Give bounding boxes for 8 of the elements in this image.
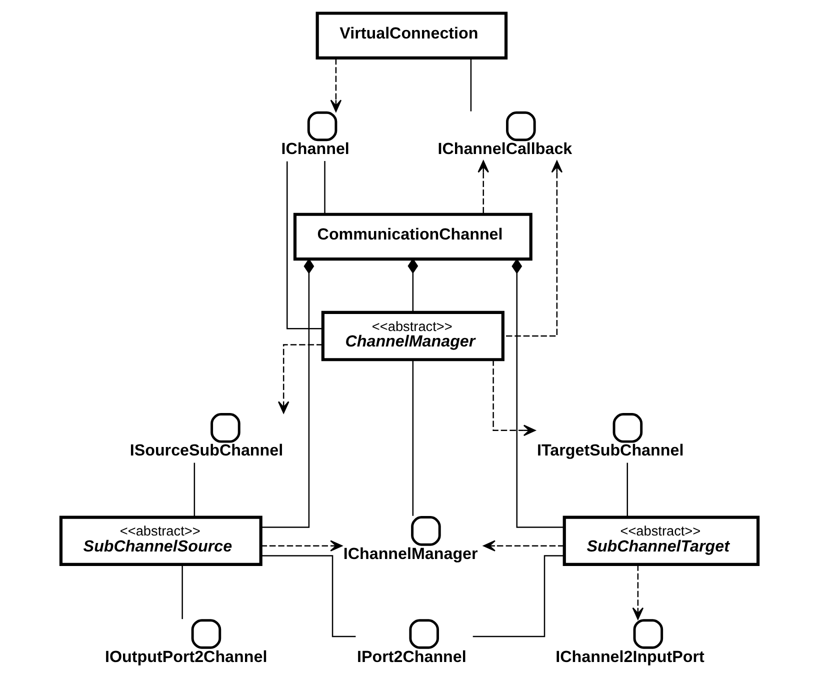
node-label: IChannelManager	[342, 544, 478, 563]
node-label: IPort2Channel	[356, 648, 466, 666]
node-label: ISourceSubChannel	[129, 442, 283, 460]
node-label: ITargetSubChannel	[536, 442, 684, 460]
node-label: IChannel	[280, 140, 349, 158]
node-label: IOutputPort2Channel	[104, 648, 267, 666]
node-label: IChannel2InputPort	[555, 648, 704, 666]
node-label: IChannelCallback	[437, 140, 572, 158]
